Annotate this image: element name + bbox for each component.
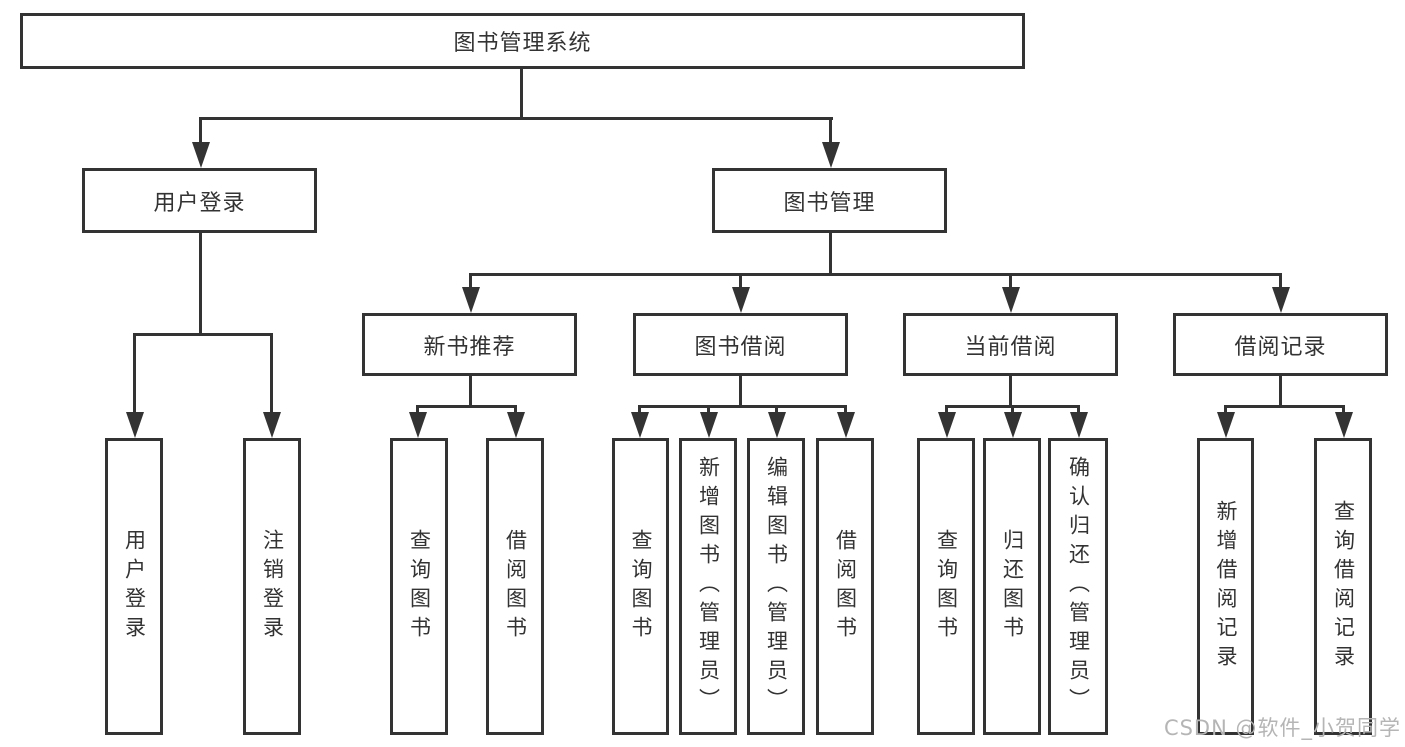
connector-line xyxy=(1342,405,1345,418)
node-borrow-record: 借阅记录 xyxy=(1173,313,1388,376)
connector-line xyxy=(514,405,517,418)
arrow-down-icon xyxy=(1004,412,1022,438)
connector-line xyxy=(739,376,742,407)
leaf-query-book-3: 查询图书 xyxy=(917,438,975,735)
leaf-query-book-2: 查询图书 xyxy=(612,438,669,735)
connector-line xyxy=(1224,405,1344,408)
connector-line xyxy=(945,405,948,418)
connector-line xyxy=(133,333,136,414)
connector-line xyxy=(199,117,833,120)
arrow-down-icon xyxy=(192,142,210,168)
connector-line xyxy=(1009,376,1012,407)
arrow-down-icon xyxy=(837,412,855,438)
connector-line xyxy=(1224,405,1227,418)
connector-line xyxy=(199,232,202,336)
arrow-down-icon xyxy=(631,412,649,438)
leaf-add-book-admin: 新增图书（管理员） xyxy=(679,438,737,735)
connector-line xyxy=(520,68,523,118)
arrow-down-icon xyxy=(1272,287,1290,313)
leaf-query-borrow-record: 查询借阅记录 xyxy=(1314,438,1372,735)
arrow-down-icon xyxy=(1002,287,1020,313)
leaf-edit-book-admin: 编辑图书（管理员） xyxy=(747,438,805,735)
connector-line xyxy=(1279,273,1282,291)
arrow-down-icon xyxy=(126,412,144,438)
connector-line xyxy=(469,273,1282,276)
connector-line xyxy=(638,405,847,408)
arrow-down-icon xyxy=(1217,412,1235,438)
connector-line xyxy=(1279,376,1282,407)
arrow-down-icon xyxy=(700,412,718,438)
connector-line xyxy=(199,117,202,145)
connector-line xyxy=(844,405,847,418)
connector-line xyxy=(739,273,742,291)
arrow-down-icon xyxy=(263,412,281,438)
arrow-down-icon xyxy=(938,412,956,438)
connector-line xyxy=(1011,405,1014,418)
connector-line xyxy=(829,117,832,145)
connector-line xyxy=(638,405,641,418)
leaf-add-borrow-record: 新增借阅记录 xyxy=(1197,438,1254,735)
node-root: 图书管理系统 xyxy=(20,13,1025,69)
connector-line xyxy=(707,405,710,418)
connector-line xyxy=(416,405,419,418)
leaf-borrow-book-2: 借阅图书 xyxy=(816,438,874,735)
connector-line xyxy=(1077,405,1080,418)
node-book-borrow: 图书借阅 xyxy=(633,313,848,376)
arrow-down-icon xyxy=(409,412,427,438)
connector-line xyxy=(469,273,472,291)
csdn-watermark: CSDN @软件_小贺同学 xyxy=(1163,716,1401,740)
connector-line xyxy=(469,376,472,407)
leaf-query-book-1: 查询图书 xyxy=(390,438,448,735)
arrow-down-icon xyxy=(822,142,840,168)
node-book-management: 图书管理 xyxy=(712,168,947,233)
arrow-down-icon xyxy=(462,287,480,313)
connector-line xyxy=(775,405,778,418)
connector-line xyxy=(829,232,832,275)
connector-line xyxy=(416,405,517,408)
node-current-borrow: 当前借阅 xyxy=(903,313,1118,376)
node-new-book-recommend: 新书推荐 xyxy=(362,313,577,376)
arrow-down-icon xyxy=(1070,412,1088,438)
leaf-confirm-return-admin: 确认归还（管理员） xyxy=(1048,438,1108,735)
leaf-borrow-book-1: 借阅图书 xyxy=(486,438,544,735)
arrow-down-icon xyxy=(732,287,750,313)
leaf-return-book: 归还图书 xyxy=(983,438,1041,735)
node-user-login: 用户登录 xyxy=(82,168,317,233)
connector-line xyxy=(1009,273,1012,291)
leaf-logout: 注销登录 xyxy=(243,438,301,735)
connector-line xyxy=(270,333,273,414)
arrow-down-icon xyxy=(507,412,525,438)
arrow-down-icon xyxy=(1335,412,1353,438)
leaf-user-login: 用户登录 xyxy=(105,438,163,735)
connector-line xyxy=(133,333,273,336)
arrow-down-icon xyxy=(768,412,786,438)
